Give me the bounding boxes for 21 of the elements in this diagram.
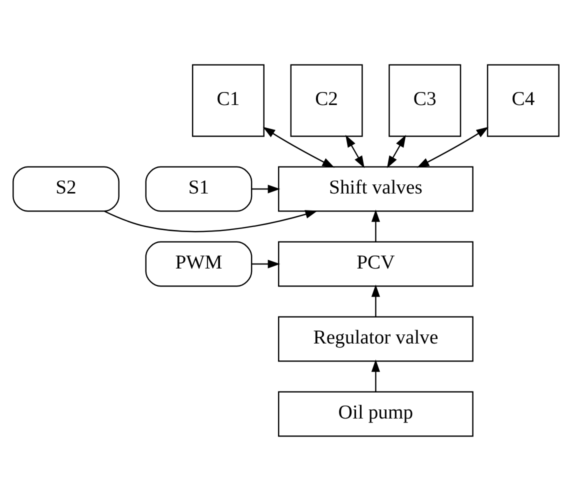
arrow	[386, 134, 406, 168]
node-box: PCV	[278, 241, 474, 287]
node-box: Regulator valve	[278, 316, 474, 362]
arrow	[252, 260, 280, 268]
arrow	[371, 284, 380, 317]
node-box: C4	[486, 64, 560, 137]
node-box: S1	[145, 166, 252, 212]
node-box: Shift valves	[278, 166, 474, 212]
arrow	[416, 126, 489, 168]
node-box: S2	[12, 166, 120, 212]
arrow	[346, 134, 364, 168]
arrow	[262, 126, 335, 168]
node-box: C2	[290, 64, 363, 137]
node-box: C3	[388, 64, 462, 137]
arrow	[371, 360, 380, 392]
arrow	[252, 184, 280, 194]
node-box: Oil pump	[278, 391, 474, 437]
arrow	[371, 210, 380, 242]
node-box: C1	[192, 64, 264, 137]
arrow	[104, 210, 318, 232]
node-box: PWM	[145, 241, 252, 287]
